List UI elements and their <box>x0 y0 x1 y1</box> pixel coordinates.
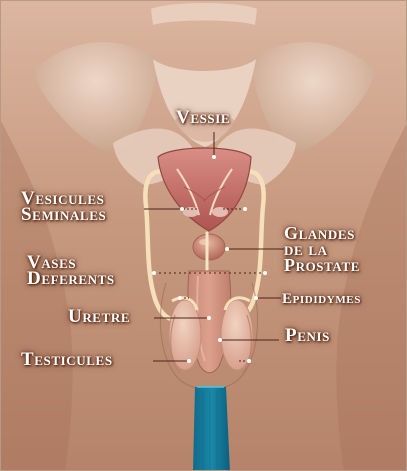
epididymes-label: Epididymes <box>282 291 361 307</box>
penis-label: Penis <box>285 328 330 344</box>
glandes-de-la-prostate-label: Glandes de la Prostate <box>284 225 360 273</box>
vesicules-seminales-label: Vesicules Seminales <box>21 191 106 223</box>
blue-stand <box>193 387 230 471</box>
testicules-label: Testicules <box>21 352 113 368</box>
prostate <box>193 234 225 260</box>
vessie-label: Vessie <box>176 110 230 126</box>
vases-deferents-label: Vases Deferents <box>27 255 115 287</box>
uretre-label: Uretre <box>68 309 130 325</box>
